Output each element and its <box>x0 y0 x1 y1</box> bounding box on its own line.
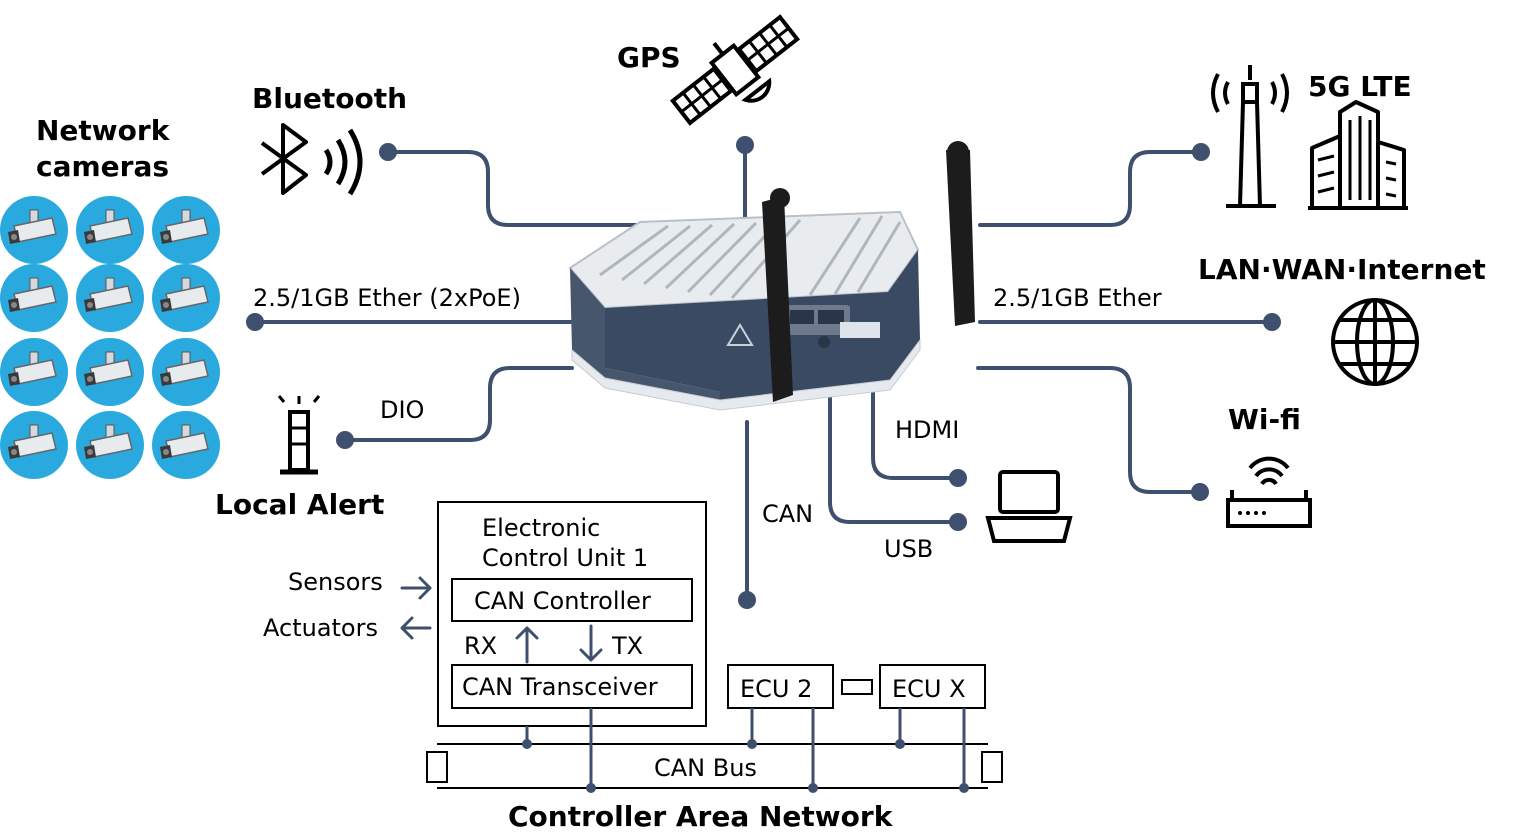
camera-icon <box>151 195 221 265</box>
network-cameras-label-line2: cameras <box>36 150 169 183</box>
ecu2-label: ECU 2 <box>740 675 812 703</box>
bluetooth-wire-end <box>379 143 397 161</box>
laptop-icon <box>985 470 1073 543</box>
satellite-icon <box>669 14 801 126</box>
can-bus <box>426 708 1003 793</box>
ecu2-box <box>727 664 834 709</box>
can-label: CAN <box>762 500 813 528</box>
connection-wires <box>246 136 1281 609</box>
camera-icon <box>151 337 221 407</box>
alert-light-icon <box>277 395 321 475</box>
ether-left-wire-end <box>246 313 264 331</box>
camera-icon <box>0 263 69 333</box>
can-bus-label: CAN Bus <box>654 754 757 782</box>
local-alert-label: Local Alert <box>215 488 384 521</box>
can-transceiver-box <box>451 664 693 709</box>
lan-label: LAN·WAN·Internet <box>1198 253 1486 286</box>
dio-wire <box>343 366 574 442</box>
ecu1-label-line1: Electronic <box>482 514 600 542</box>
usb-wire-end <box>949 513 967 531</box>
camera-icon <box>75 337 145 407</box>
can-network-title: Controller Area Network <box>508 800 894 833</box>
ether-left-label: 2.5/1GB Ether (2xPoE) <box>253 284 521 312</box>
actuators-label: Actuators <box>263 614 378 642</box>
ecu1-label-line2: Control Unit 1 <box>482 544 648 572</box>
camera-grid <box>0 195 221 480</box>
camera-icon <box>75 195 145 265</box>
wifi-router-icon <box>1226 456 1312 528</box>
antenna-left <box>762 196 793 402</box>
lte-wire-end <box>1192 143 1210 161</box>
can-controller-box <box>451 578 693 622</box>
device-front-panel <box>570 268 720 400</box>
bluetooth-icon <box>260 123 363 196</box>
tx-label: TX <box>611 632 643 660</box>
gps-label: GPS <box>617 41 681 74</box>
can-controller-label: CAN Controller <box>474 587 651 615</box>
camera-icon <box>75 263 145 333</box>
wifi-wire-end <box>1191 483 1209 501</box>
dio-wire-end <box>336 431 354 449</box>
wifi-wire <box>976 366 1202 494</box>
ether-right-label: 2.5/1GB Ether <box>993 284 1162 312</box>
network-cameras-label-line1: Network <box>36 114 171 147</box>
ether-right-wire-end <box>1263 313 1281 331</box>
bus-terminator-right <box>981 751 1003 783</box>
rx-arrow <box>515 626 539 664</box>
bluetooth-wire <box>386 150 674 227</box>
hdmi-wire-end <box>949 469 967 487</box>
lte-label: 5G LTE <box>1308 70 1412 103</box>
building-icon <box>1308 100 1408 210</box>
edge-computer-device <box>568 141 975 411</box>
camera-icon <box>0 195 69 265</box>
actuators-arrow <box>400 616 432 640</box>
camera-icon <box>0 337 69 407</box>
lte-wire <box>978 150 1203 227</box>
ecux-box <box>879 664 986 709</box>
camera-icon <box>75 410 145 480</box>
rx-label: RX <box>464 632 497 660</box>
usb-label: USB <box>884 535 933 563</box>
sensors-label: Sensors <box>288 568 383 596</box>
gps-wire-end <box>736 136 754 154</box>
bus-terminator-left <box>426 751 448 783</box>
dio-label: DIO <box>380 396 424 424</box>
can-transceiver-label: CAN Transceiver <box>462 673 658 701</box>
hdmi-label: HDMI <box>895 416 959 444</box>
camera-icon <box>151 410 221 480</box>
wifi-label: Wi-fi <box>1228 403 1301 436</box>
can-wire-end <box>738 591 756 609</box>
camera-icon <box>0 410 69 480</box>
globe-icon <box>1331 298 1419 386</box>
usb-wire <box>828 376 960 524</box>
sensors-arrow <box>400 576 432 600</box>
cell-tower-icon <box>1211 65 1289 208</box>
ecu-ellipsis-box <box>841 679 873 695</box>
antenna-right <box>946 150 975 326</box>
camera-icon <box>151 263 221 333</box>
hdmi-wire <box>871 363 960 480</box>
tx-arrow <box>579 624 603 662</box>
ecux-label: ECU X <box>892 675 966 703</box>
bluetooth-label: Bluetooth <box>252 82 407 115</box>
